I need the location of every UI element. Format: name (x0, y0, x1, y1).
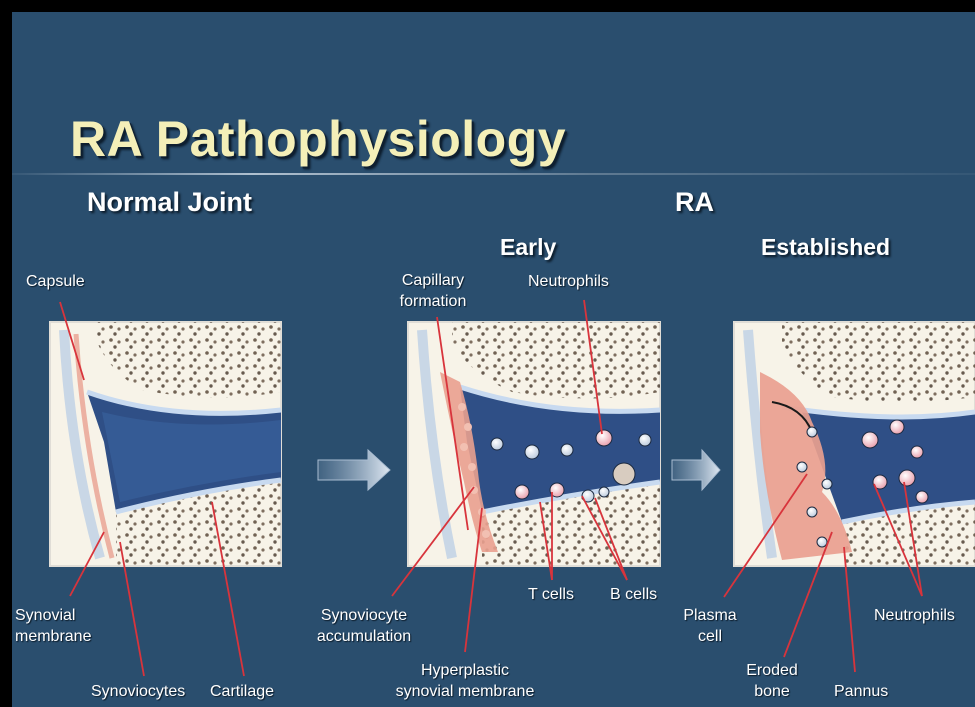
label-hyperplastic-line1: Hyperplastic (382, 661, 548, 681)
transition-arrow-1 (318, 450, 390, 490)
label-t-cells: T cells (528, 585, 574, 605)
label-capsule: Capsule (26, 272, 85, 292)
label-capillary-line1: Capillary (398, 271, 468, 291)
label-synoviocytes: Synoviocytes (91, 682, 185, 702)
label-b-cells: B cells (610, 585, 657, 605)
label-cartilage: Cartilage (210, 682, 274, 702)
label-plasma-cell-line1: Plasma (682, 606, 738, 626)
label-neutrophils-established: Neutrophils (874, 606, 955, 626)
joint-diagram (12, 12, 975, 707)
label-synoviocyte-accumulation-line2: accumulation (308, 627, 420, 647)
label-plasma-cell-line2: cell (682, 627, 738, 647)
panel-early-ra (408, 322, 660, 566)
label-neutrophils-early: Neutrophils (528, 272, 609, 292)
label-synoviocyte-accumulation-line1: Synoviocyte (308, 606, 420, 626)
label-capillary-line2: formation (398, 292, 468, 312)
label-synovial-membrane-line1: Synovial (15, 606, 75, 626)
panel-normal-joint (50, 322, 281, 566)
slide: RA Pathophysiology Normal Joint RA Early… (12, 12, 975, 707)
label-eroded-bone-line2: bone (742, 682, 802, 702)
label-synovial-membrane-line2: membrane (15, 627, 91, 647)
label-pannus: Pannus (834, 682, 888, 702)
transition-arrow-2 (672, 450, 720, 490)
label-eroded-bone-line1: Eroded (742, 661, 802, 681)
label-hyperplastic-line2: synovial membrane (382, 682, 548, 702)
